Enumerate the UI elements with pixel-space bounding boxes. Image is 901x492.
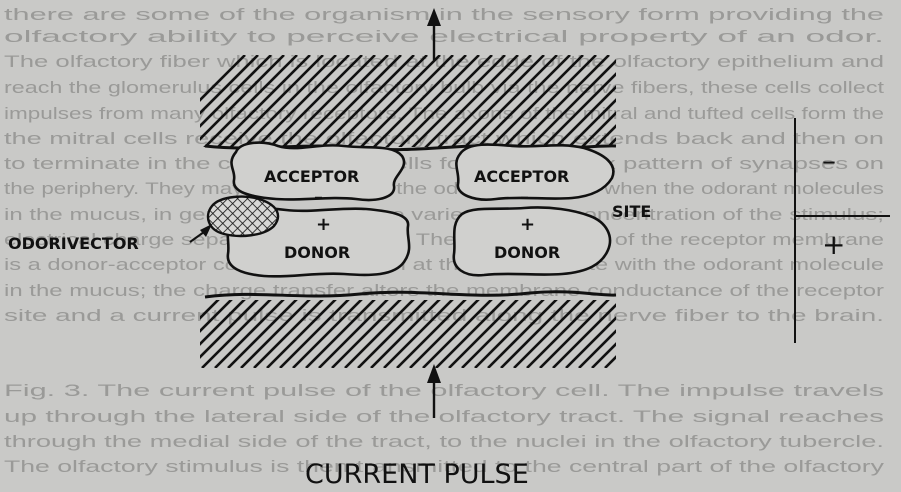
incoming-arrow <box>427 364 441 418</box>
odorivector-leader-arrowhead <box>200 224 212 237</box>
acceptor-left-label: ACCEPTOR <box>264 167 359 186</box>
donor-left-label: DONOR <box>284 243 350 262</box>
lower-membrane-hatch <box>150 288 737 368</box>
site-label: SITE <box>612 202 651 221</box>
polarity-indicator: – + <box>795 118 890 343</box>
acceptor-left-minus: – <box>314 187 323 208</box>
acceptor-right-label: ACCEPTOR <box>474 167 569 186</box>
acceptor-right-minus: – <box>520 187 529 208</box>
lower-membrane-edge <box>205 292 616 297</box>
side-minus-symbol: – <box>822 144 836 177</box>
current-pulse-label: CURRENT PULSE <box>305 459 529 490</box>
donor-right-label: DONOR <box>494 243 560 262</box>
odorivector-label: ODORIVECTOR <box>8 234 139 253</box>
outgoing-arrow <box>427 8 441 60</box>
donor-right-plus: + <box>520 214 535 235</box>
upper-membrane-hatch <box>150 55 752 150</box>
odorivector-molecule <box>208 197 278 236</box>
donor-left-plus: + <box>316 214 331 235</box>
side-plus-symbol: + <box>822 228 845 261</box>
odorivector-leader-line <box>190 232 204 242</box>
